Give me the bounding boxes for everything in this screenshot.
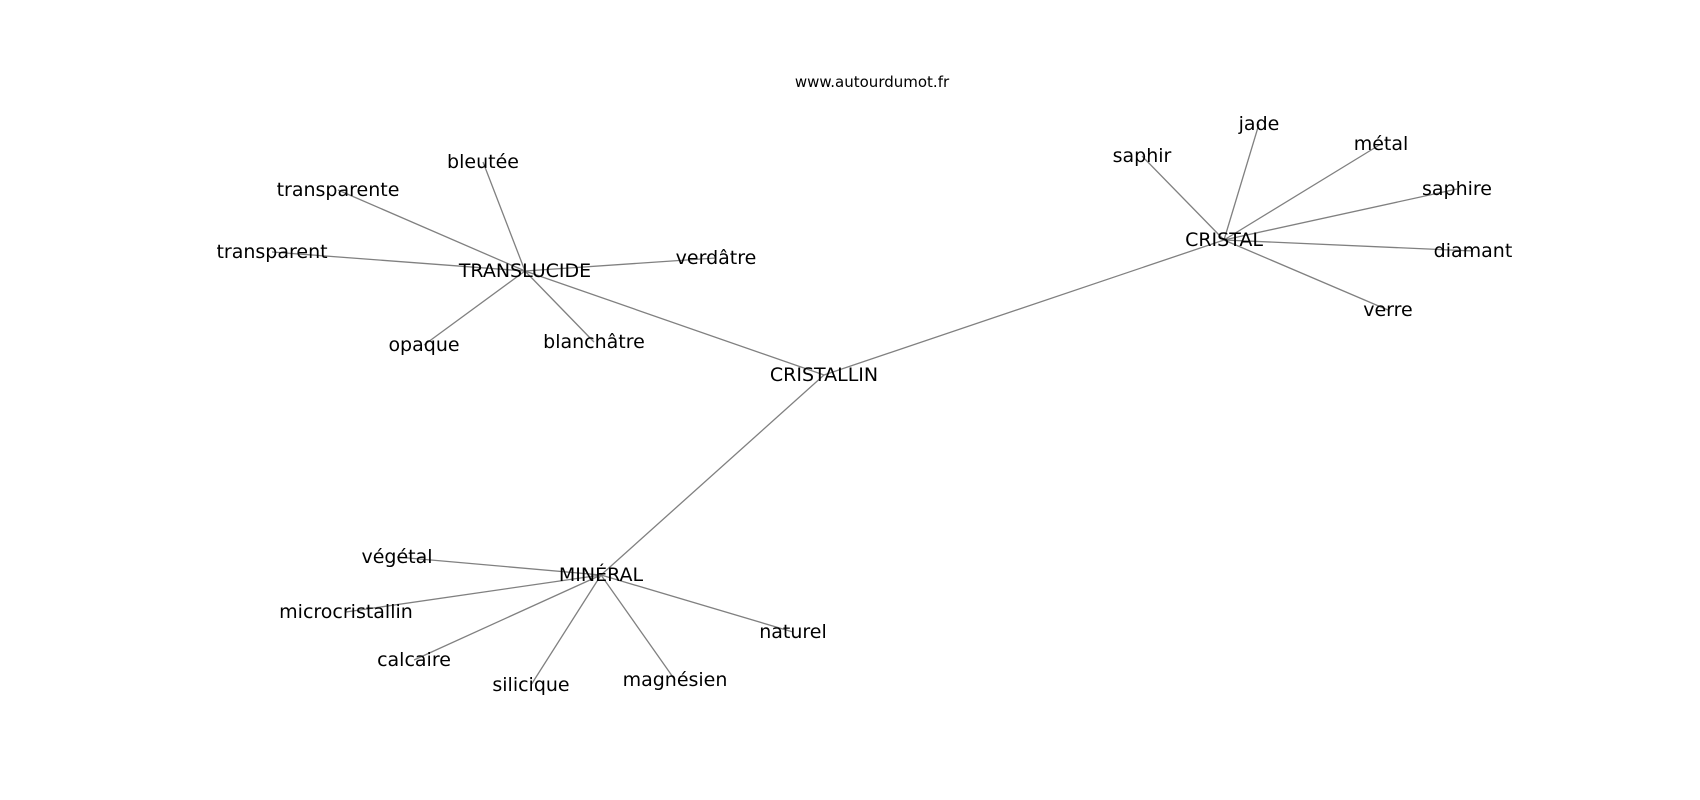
edge-mineral-child [530,574,602,686]
leaf-node[interactable]: diamant [1434,240,1513,262]
leaf-node[interactable]: verre [1363,299,1413,321]
edge-mineral-child [600,574,794,633]
leaf-node[interactable]: saphire [1422,178,1492,200]
edge-translucide-child [271,251,526,272]
edge-center-cristal [823,239,1225,376]
edge-mineral-child [600,574,676,681]
leaf-node[interactable]: opaque [388,334,459,356]
leaf-node[interactable]: naturel [759,621,827,643]
center-node[interactable]: CRISTALLIN [770,364,878,386]
edge-cristal-child [1223,188,1458,241]
edge-translucide-child [482,161,526,272]
edge-cristal-child [1223,239,1389,311]
leaf-node[interactable]: blanchâtre [543,331,645,353]
hub-node-cristal[interactable]: CRISTAL [1185,229,1263,251]
edge-mineral-child [345,574,602,613]
leaf-node[interactable]: végétal [361,546,432,568]
edge-translucide-child [337,189,526,272]
edge-mineral-child [413,574,602,661]
leaf-node[interactable]: microcristallin [279,601,413,623]
edge-mineral-child [396,556,602,576]
leaf-node[interactable]: calcaire [377,649,451,671]
leaf-node[interactable]: bleutée [447,151,519,173]
leaf-node[interactable]: transparente [277,179,400,201]
edge-center-translucide [524,270,825,376]
leaf-node[interactable]: transparent [216,241,327,263]
hub-node-mineral[interactable]: MINÉRAL [559,563,644,586]
leaf-node[interactable]: jade [1238,113,1280,135]
edge-cristal-child [1141,155,1225,241]
labels-layer: www.autourdumot.fr CRISTALLIN TRANSLUCID… [216,73,1512,696]
edge-cristal-child [1223,239,1474,252]
hub-node-translucide[interactable]: TRANSLUCIDE [458,260,591,282]
edge-translucide-child [524,257,717,272]
leaf-node[interactable]: silicique [492,674,569,696]
source-url[interactable]: www.autourdumot.fr [795,73,950,91]
edge-center-mineral [600,374,825,576]
leaf-node[interactable]: verdâtre [676,247,757,269]
leaf-node[interactable]: métal [1354,133,1409,155]
edge-translucide-child [524,270,595,343]
edges-layer [271,123,1474,686]
leaf-node[interactable]: magnésien [623,669,728,691]
edge-translucide-child [423,270,526,346]
edge-cristal-child [1223,143,1382,241]
edge-cristal-child [1223,123,1260,241]
leaf-node[interactable]: saphir [1113,145,1172,167]
